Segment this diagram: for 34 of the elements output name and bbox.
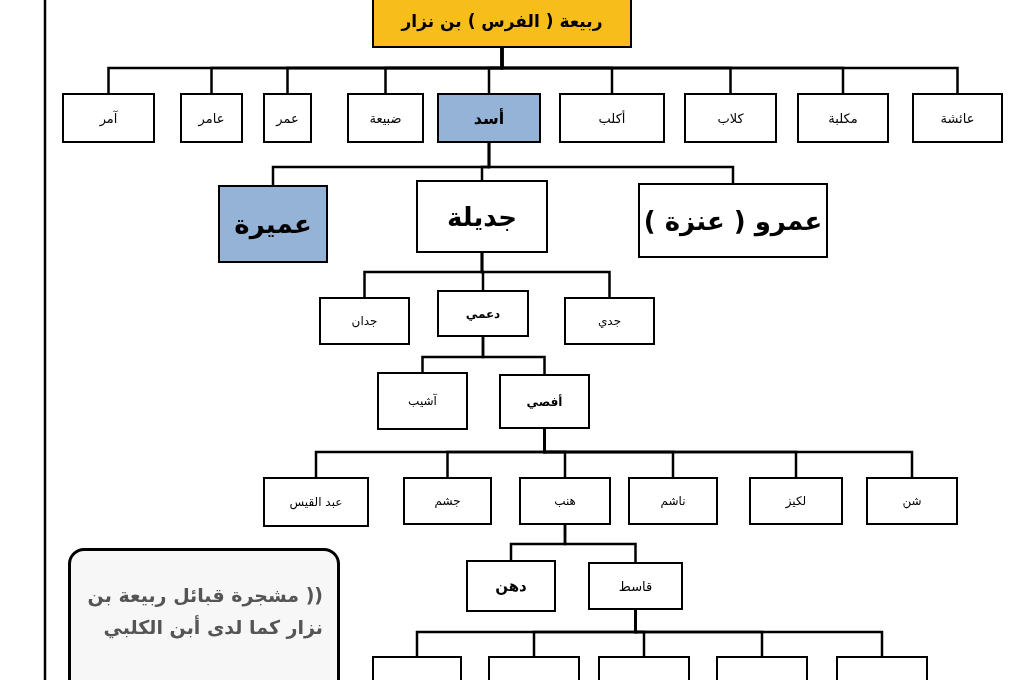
person-box: عامر (180, 93, 243, 143)
person-box: دهن (466, 560, 556, 612)
tree-connector (563, 525, 637, 562)
person-box: جدي (564, 297, 655, 345)
person-box: عائشة (912, 93, 1003, 143)
person-box: ربيعة ( الفرس ) بن نزار (372, 0, 632, 48)
person-box: عبد القيس (263, 477, 369, 527)
tree-connector (480, 253, 611, 297)
person-box: ناشم (628, 477, 718, 525)
person-box: لكيز (749, 477, 843, 525)
person-box: عمرو ( عنزة ) (638, 183, 828, 258)
tree-connector (634, 610, 884, 656)
person-box: آشيب (377, 372, 468, 430)
person-box: أفصي (499, 374, 590, 429)
person-box: جدان (319, 297, 410, 345)
person-box: شن (866, 477, 958, 525)
person-box: مكلبة (797, 93, 889, 143)
person-box: ضبيعة (347, 93, 424, 143)
person-box: دعمي (437, 290, 529, 337)
person-box: أسد (437, 93, 541, 143)
tree-connector (481, 337, 546, 374)
person-box: عميرة (218, 185, 328, 263)
person-box: قاسط (588, 562, 683, 610)
person-box: جشم (403, 477, 492, 525)
tree-connector (500, 48, 959, 93)
tree-connector (487, 143, 735, 183)
note-box: (( مشجرة قبائل ربيعة بن نزار كما لدى أبن الكلبي (68, 548, 340, 680)
person-box: آمر (62, 93, 155, 143)
person-box: جديلة (416, 180, 548, 253)
tree-connector (543, 429, 914, 477)
person-box: عمر (263, 93, 312, 143)
person-box: كلاب (684, 93, 777, 143)
person-box: أكلب (559, 93, 665, 143)
person-box: هنب (519, 477, 611, 525)
